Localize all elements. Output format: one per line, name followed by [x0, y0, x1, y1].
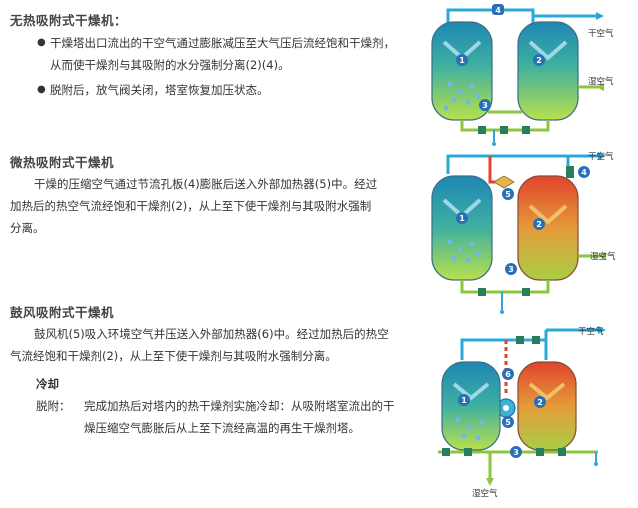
svg-text:3: 3 — [513, 448, 519, 457]
svg-text:2: 2 — [536, 56, 542, 65]
para-line: 燥压缩空气膨胀后从上至下流经高温的再生干燥剂塔。 — [84, 421, 360, 435]
svg-text:1: 1 — [461, 396, 467, 405]
section1-bullet-2: ● 脱附后，放气阀关闭，塔室恢复加压状态。 — [37, 79, 420, 101]
dry-air-label: 干空气 — [588, 151, 614, 162]
bullet-line: 干燥塔出口流出的干空气通过膨胀减压至大气压后流经饱和干燥剂， — [50, 36, 395, 50]
wet-air-label: 湿空气 — [590, 251, 616, 262]
dry-air-label: 干空气 — [588, 28, 614, 39]
bullet-line: 从而使干燥剂与其吸附的水分强制分离(2)(4)。 — [50, 58, 290, 72]
section2-title: 微热吸附式干燥机 — [10, 155, 115, 170]
tank-1 — [441, 361, 501, 451]
tank-1 — [431, 175, 493, 281]
svg-text:2: 2 — [536, 220, 542, 229]
cooling-subheading: 冷却 — [36, 377, 59, 391]
svg-text:3: 3 — [482, 101, 488, 110]
marker-4 — [492, 4, 504, 15]
svg-text:6: 6 — [505, 370, 511, 379]
section1-bullet-1: ● 干燥塔出口流出的干空气通过膨胀减压至大气压后流经饱和干燥剂， 从而使干燥剂与… — [37, 32, 420, 76]
wet-air-label: 湿空气 — [472, 488, 498, 499]
para-line: 鼓风机(5)吸入环境空气并压送入外部加热器(6)中。经过加热后的热空 — [34, 327, 389, 341]
para-line: 加热后的热空气流经饱和干燥剂(2)，从上至下使干燥剂与其吸附水强制 — [10, 199, 372, 213]
wet-air-label: 湿空气 — [588, 76, 614, 87]
para-line: 完成加热后对塔内的热干燥剂实施冷却：从吸附塔室流出的干 — [84, 399, 395, 413]
desorption-label: 脱附： — [36, 399, 71, 413]
tank-2 — [517, 361, 577, 451]
section3-title: 鼓风吸附式干燥机 — [10, 305, 115, 320]
svg-text:5: 5 — [505, 190, 511, 199]
section2-text: 干燥的压缩空气通过节流孔板(4)膨胀后送入外部加热器(5)中。经过 加热后的热空… — [10, 173, 410, 239]
para-line: 干燥的压缩空气通过节流孔板(4)膨胀后送入外部加热器(5)中。经过 — [34, 177, 378, 191]
svg-text:2: 2 — [537, 398, 543, 407]
svg-text:1: 1 — [459, 214, 465, 223]
svg-text:4: 4 — [581, 168, 587, 177]
svg-text:4: 4 — [495, 6, 501, 15]
bullet-line: 脱附后，放气阀关闭，塔室恢复加压状态。 — [50, 83, 269, 97]
blower-dryer-diagram: 干空气 6 5 1 2 3 湿空气 — [438, 326, 606, 499]
tank-2 — [517, 21, 579, 121]
section1-title: 无热吸附式干燥机： — [10, 13, 128, 28]
dry-air-label: 干空气 — [578, 326, 604, 337]
svg-text:3: 3 — [508, 265, 514, 274]
heated-dryer-diagram: 干空气 4 5 1 2 湿空气 3 — [431, 151, 616, 314]
bullet-dot-icon: ● — [37, 84, 46, 95]
svg-text:5: 5 — [505, 418, 511, 427]
tank-2 — [517, 175, 579, 281]
desorption-text: 脱附： 完成加热后对塔内的热干燥剂实施冷却：从吸附塔室流出的干 燥压缩空气膨胀后… — [36, 395, 426, 439]
svg-text:1: 1 — [459, 56, 465, 65]
para-line: 气流经饱和干燥剂(2)，从上至下使干燥剂与其吸附水强制分离。 — [10, 349, 337, 363]
bullet-dot-icon: ● — [37, 37, 46, 48]
para-line: 分离。 — [10, 221, 45, 235]
section3-text: 鼓风机(5)吸入环境空气并压送入外部加热器(6)中。经过加热后的热空 气流经饱和… — [10, 323, 420, 367]
heatless-dryer-diagram: 4 干空气 1 2 湿空气 3 — [431, 4, 614, 146]
